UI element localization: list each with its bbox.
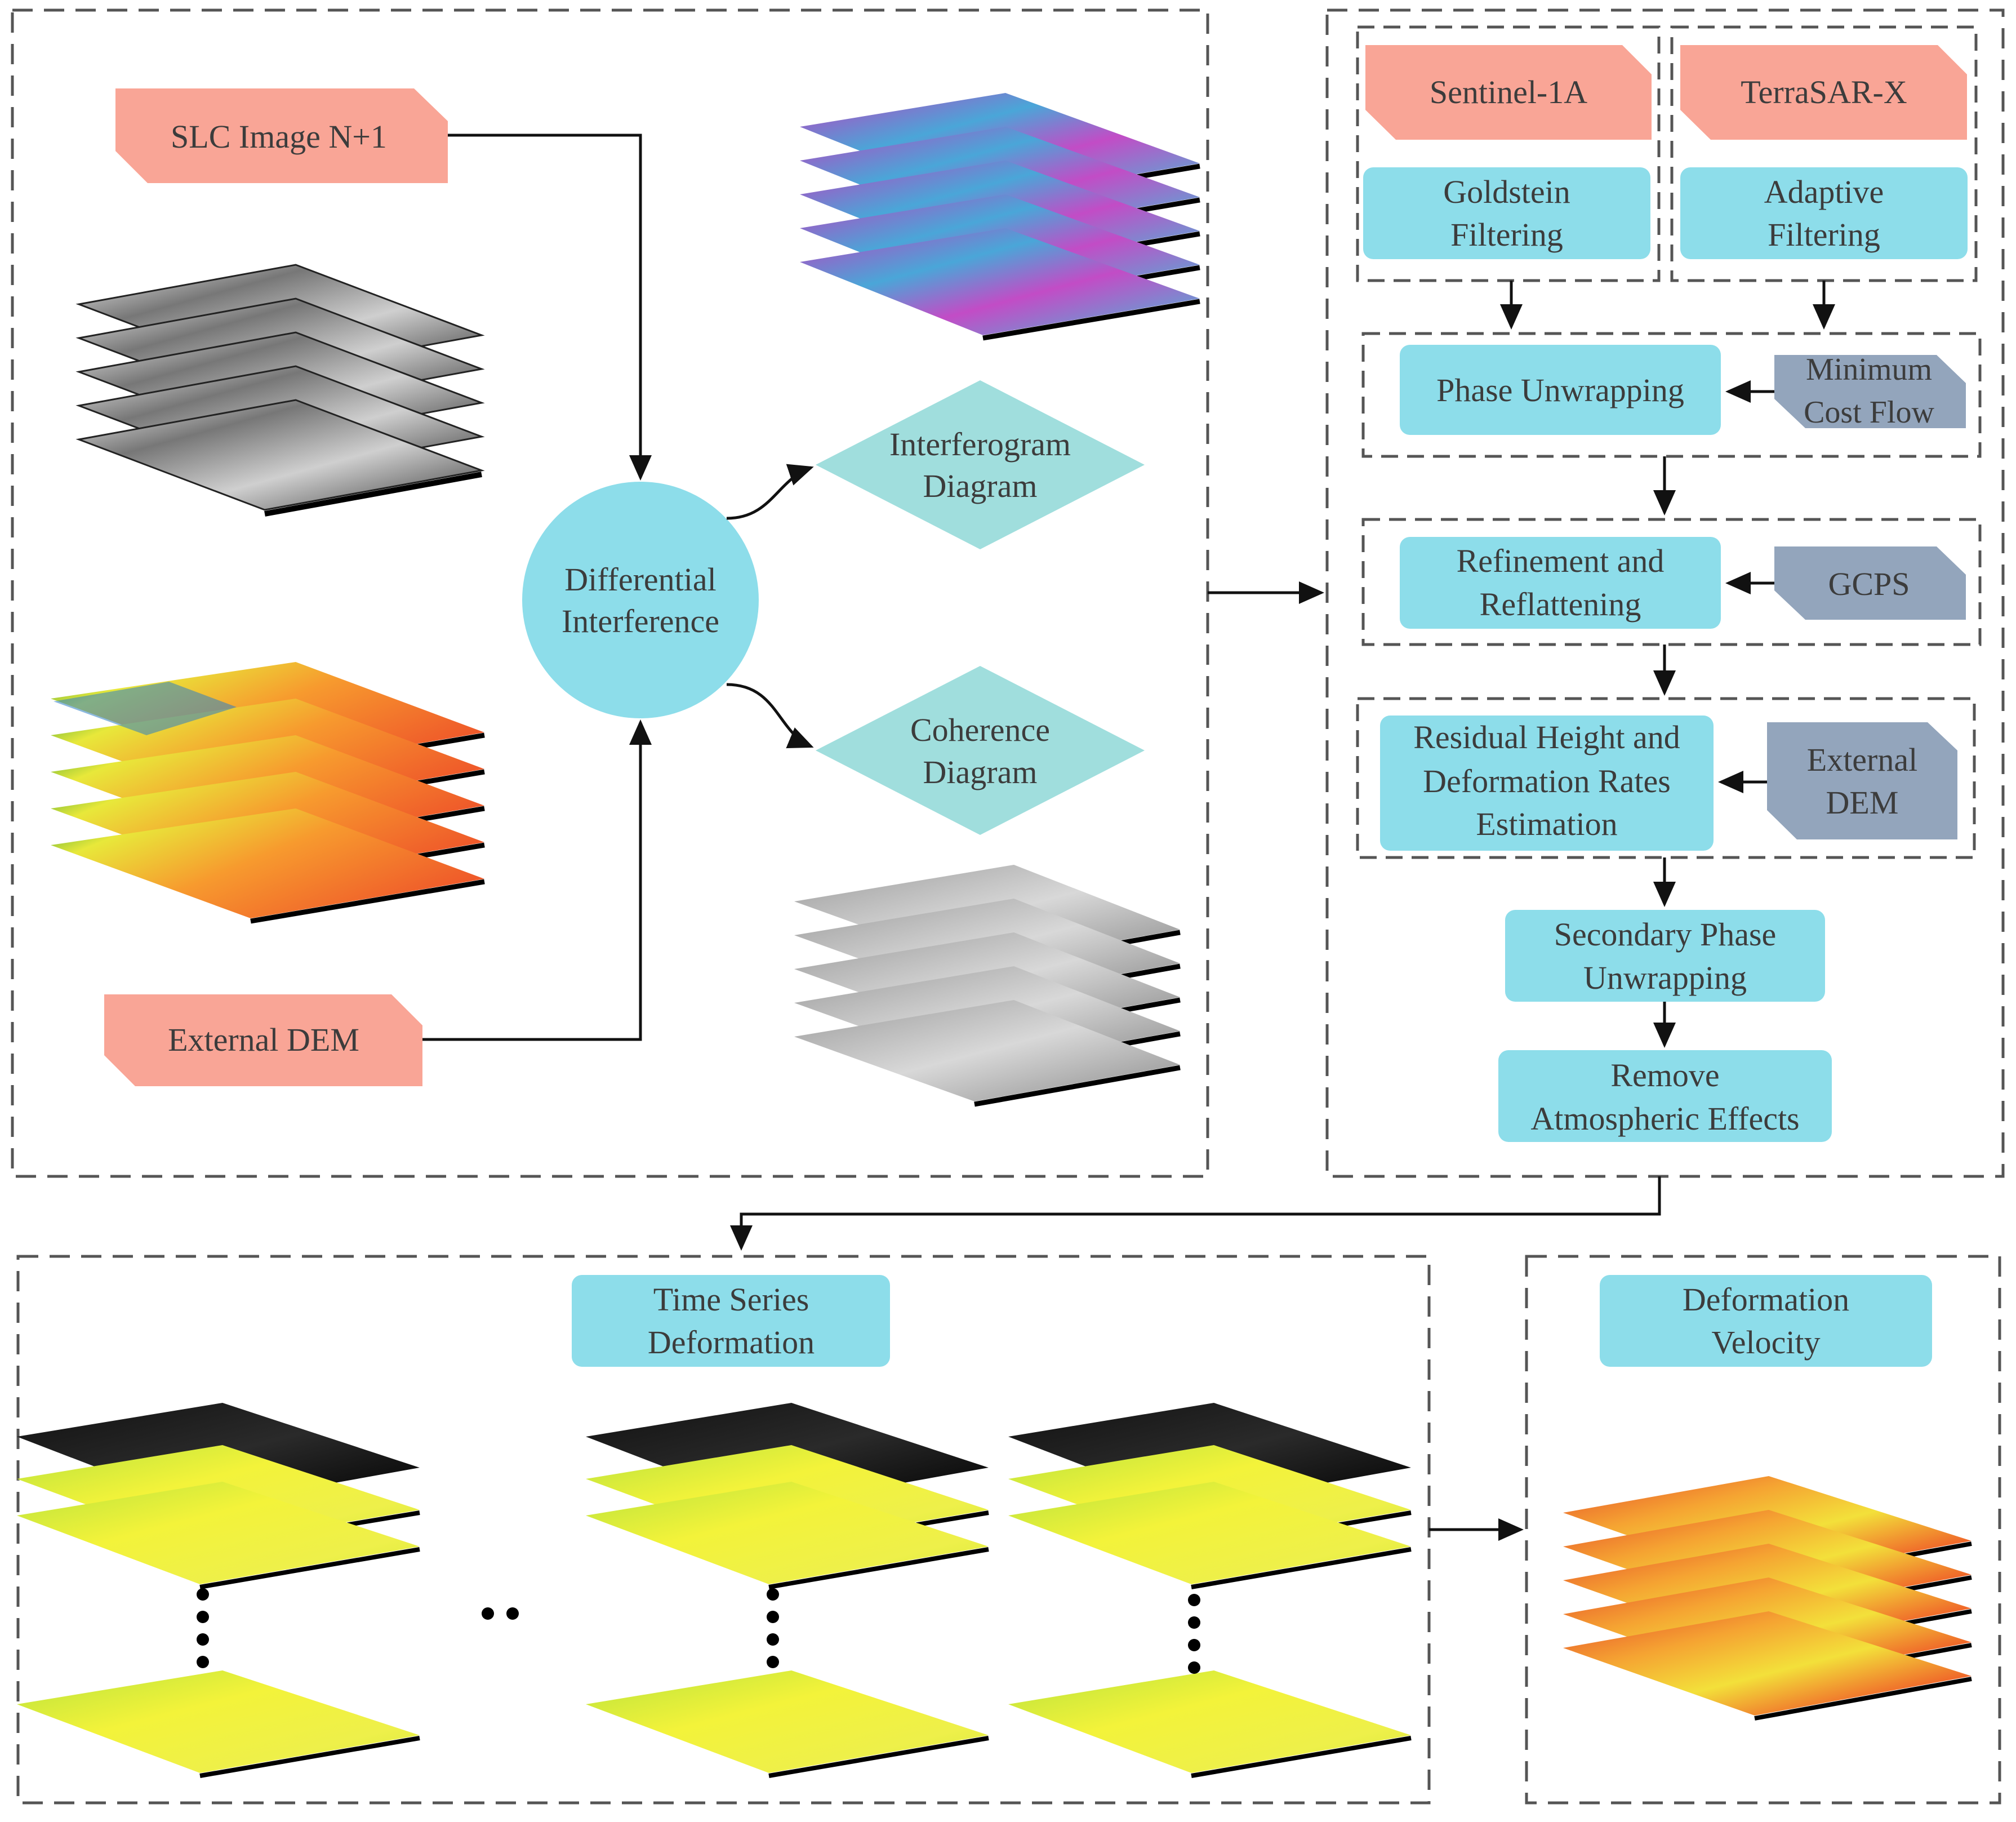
residual-label-line1: Residual Height and bbox=[1413, 719, 1680, 756]
goldstein-label-line1: Goldstein bbox=[1443, 174, 1570, 210]
phase-unwrapping-label: Phase Unwrapping bbox=[1436, 372, 1684, 408]
phase-unwrapping-box: Phase Unwrapping bbox=[1400, 345, 1721, 435]
refine-label-line2: Reflattening bbox=[1480, 586, 1641, 623]
residual-height-box: Residual Height and Deformation Rates Es… bbox=[1380, 716, 1714, 851]
refinement-box: Refinement and Reflattening bbox=[1400, 537, 1721, 629]
sentinel-tag: Sentinel-1A bbox=[1365, 45, 1652, 140]
coherence-label-line1: Coherence bbox=[910, 712, 1050, 748]
interferogram-stack bbox=[800, 93, 1200, 341]
time-series-label-line2: Deformation bbox=[648, 1324, 815, 1361]
deformation-stack-3 bbox=[1008, 1403, 1412, 1778]
residual-label-line2: Deformation Rates bbox=[1423, 763, 1671, 799]
deformation-velocity-box: Deformation Velocity bbox=[1600, 1275, 1932, 1367]
gcps-label: GCPS bbox=[1828, 566, 1910, 602]
slc-image-tag: SLC Image N+1 bbox=[115, 88, 448, 183]
group-frame-processing bbox=[1325, 8, 2005, 1178]
external-dem-label: External DEM bbox=[168, 1021, 359, 1058]
gcps-tag: GCPS bbox=[1774, 546, 1966, 620]
adaptive-label-line2: Filtering bbox=[1768, 216, 1880, 253]
terrasar-tag: TerraSAR-X bbox=[1680, 45, 1967, 140]
external-dem-tag: External DEM bbox=[104, 994, 422, 1086]
remove-atmospheric-effects-box: Remove Atmospheric Effects bbox=[1498, 1050, 1832, 1142]
sentinel-label: Sentinel-1A bbox=[1430, 74, 1587, 110]
arrow-to-coherence bbox=[726, 683, 814, 749]
ext-dem-label-line1: External bbox=[1807, 741, 1917, 778]
velocity-stack bbox=[1563, 1476, 1972, 1721]
mcf-label-line2: Cost Flow bbox=[1804, 395, 1934, 430]
interferogram-label-line2: Diagram bbox=[923, 468, 1038, 504]
differential-label-line2: Interference bbox=[562, 603, 719, 639]
goldstein-label-line2: Filtering bbox=[1450, 216, 1563, 253]
interferogram-label-line1: Interferogram bbox=[889, 426, 1071, 463]
minimum-cost-flow-tag: Minimum Cost Flow bbox=[1774, 352, 1966, 430]
secondary-phase-unwrapping-box: Secondary Phase Unwrapping bbox=[1505, 910, 1825, 1002]
differential-label-line1: Differential bbox=[564, 561, 716, 598]
residual-label-line3: Estimation bbox=[1476, 806, 1617, 842]
frame-refinement bbox=[1361, 518, 1982, 646]
arrow-dem-to-differential bbox=[422, 719, 652, 1041]
time-series-label-line1: Time Series bbox=[653, 1281, 809, 1318]
slc-image-label: SLC Image N+1 bbox=[171, 118, 387, 155]
time-series-deformation-box: Time Series Deformation bbox=[572, 1275, 890, 1367]
velocity-label-line1: Deformation bbox=[1683, 1281, 1849, 1318]
remove-label-line1: Remove bbox=[1610, 1057, 1719, 1094]
arrow-slc-to-differential bbox=[448, 134, 652, 481]
frame-sentinel bbox=[1356, 25, 1661, 282]
arrow-processing-to-time-series bbox=[730, 1176, 1661, 1251]
ellipsis-dots bbox=[482, 1607, 519, 1620]
velocity-label-line2: Velocity bbox=[1711, 1324, 1820, 1361]
refine-label-line1: Refinement and bbox=[1457, 543, 1665, 579]
dem-stack bbox=[51, 662, 485, 924]
deformation-stack-2 bbox=[586, 1403, 989, 1778]
external-dem-processing-tag: External DEM bbox=[1767, 722, 1957, 839]
sar-image-stack bbox=[75, 264, 485, 517]
adaptive-label-line1: Adaptive bbox=[1764, 174, 1884, 210]
differential-interference-node: Differential Interference bbox=[522, 482, 759, 718]
coherence-stack bbox=[794, 865, 1181, 1107]
coherence-label-line2: Diagram bbox=[923, 754, 1038, 790]
frame-unwrapping bbox=[1361, 332, 1982, 458]
interferogram-diagram-node: Interferogram Diagram bbox=[816, 380, 1145, 549]
deformation-stack-1 bbox=[17, 1403, 420, 1778]
terrasar-label: TerraSAR-X bbox=[1741, 74, 1907, 110]
group-frame-velocity bbox=[1525, 1255, 2001, 1805]
arrow-to-interferogram bbox=[726, 464, 814, 520]
goldstein-filtering-box: Goldstein Filtering bbox=[1363, 167, 1650, 259]
coherence-diagram-node: Coherence Diagram bbox=[816, 666, 1145, 835]
ext-dem-label-line2: DEM bbox=[1826, 784, 1899, 821]
adaptive-filtering-box: Adaptive Filtering bbox=[1680, 167, 1968, 259]
mcf-label-line1: Minimum bbox=[1806, 352, 1932, 387]
remove-label-line2: Atmospheric Effects bbox=[1530, 1100, 1799, 1137]
secondary-label-line2: Unwrapping bbox=[1583, 959, 1747, 996]
secondary-label-line1: Secondary Phase bbox=[1554, 916, 1777, 953]
